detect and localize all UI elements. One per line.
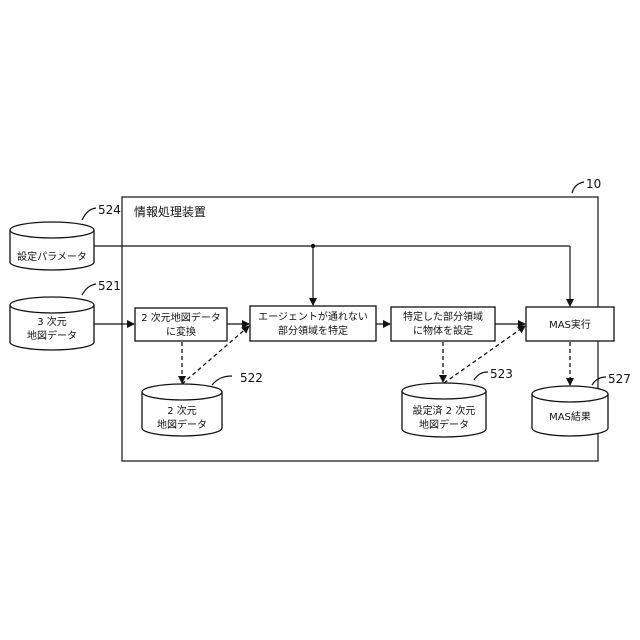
db-map2d-line1: 2 次元 (167, 404, 197, 417)
process-identify: エージェントが通れない 部分領域を特定 (250, 306, 376, 341)
ref-521: 521 (98, 279, 121, 293)
process-mas-run-label: MAS実行 (549, 318, 591, 331)
process-mas-run: MAS実行 (526, 307, 614, 341)
process-set-objects-line2: に物体を設定 (413, 324, 473, 337)
leader-523 (474, 372, 488, 380)
db-configured-map2d-line1: 設定済 2 次元 (413, 404, 476, 417)
ref-523: 523 (490, 367, 513, 381)
process-set-objects: 特定した部分領域 に物体を設定 (391, 307, 495, 341)
process-identify-line1: エージェントが通れない (258, 310, 368, 323)
db-map2d: 2 次元 地図データ (142, 384, 222, 436)
db-settings-params-label: 設定パラメータ (17, 250, 87, 263)
leader-10 (572, 182, 584, 193)
leader-524 (82, 208, 96, 220)
device-title: 情報処理装置 (134, 205, 206, 219)
ref-527: 527 (608, 372, 631, 386)
process-identify-line2: 部分領域を特定 (278, 324, 348, 337)
db-mas-result: MAS結果 (532, 386, 608, 436)
db-map2d-line2: 地図データ (157, 418, 207, 431)
db-map3d: 3 次元 地図データ (10, 297, 94, 350)
process-convert-line2: に変換 (166, 325, 196, 338)
db-map3d-line1: 3 次元 (37, 315, 67, 328)
leader-521 (82, 284, 96, 295)
leader-522 (212, 376, 232, 385)
process-set-objects-line1: 特定した部分領域 (403, 310, 483, 323)
db-configured-map2d: 設定済 2 次元 地図データ (402, 383, 486, 437)
db-mas-result-label: MAS結果 (549, 410, 591, 423)
db-settings-params: 設定パラメータ (10, 222, 94, 270)
leader-527 (592, 377, 606, 385)
process-convert-line1: 2 次元地図データ (141, 311, 221, 324)
db-map3d-line2: 地図データ (27, 329, 77, 342)
db-configured-map2d-line2: 地図データ (419, 418, 469, 431)
ref-522: 522 (240, 371, 263, 385)
ref-10: 10 (586, 177, 601, 191)
ref-524: 524 (98, 203, 121, 217)
process-convert: 2 次元地図データ に変換 (135, 308, 227, 341)
